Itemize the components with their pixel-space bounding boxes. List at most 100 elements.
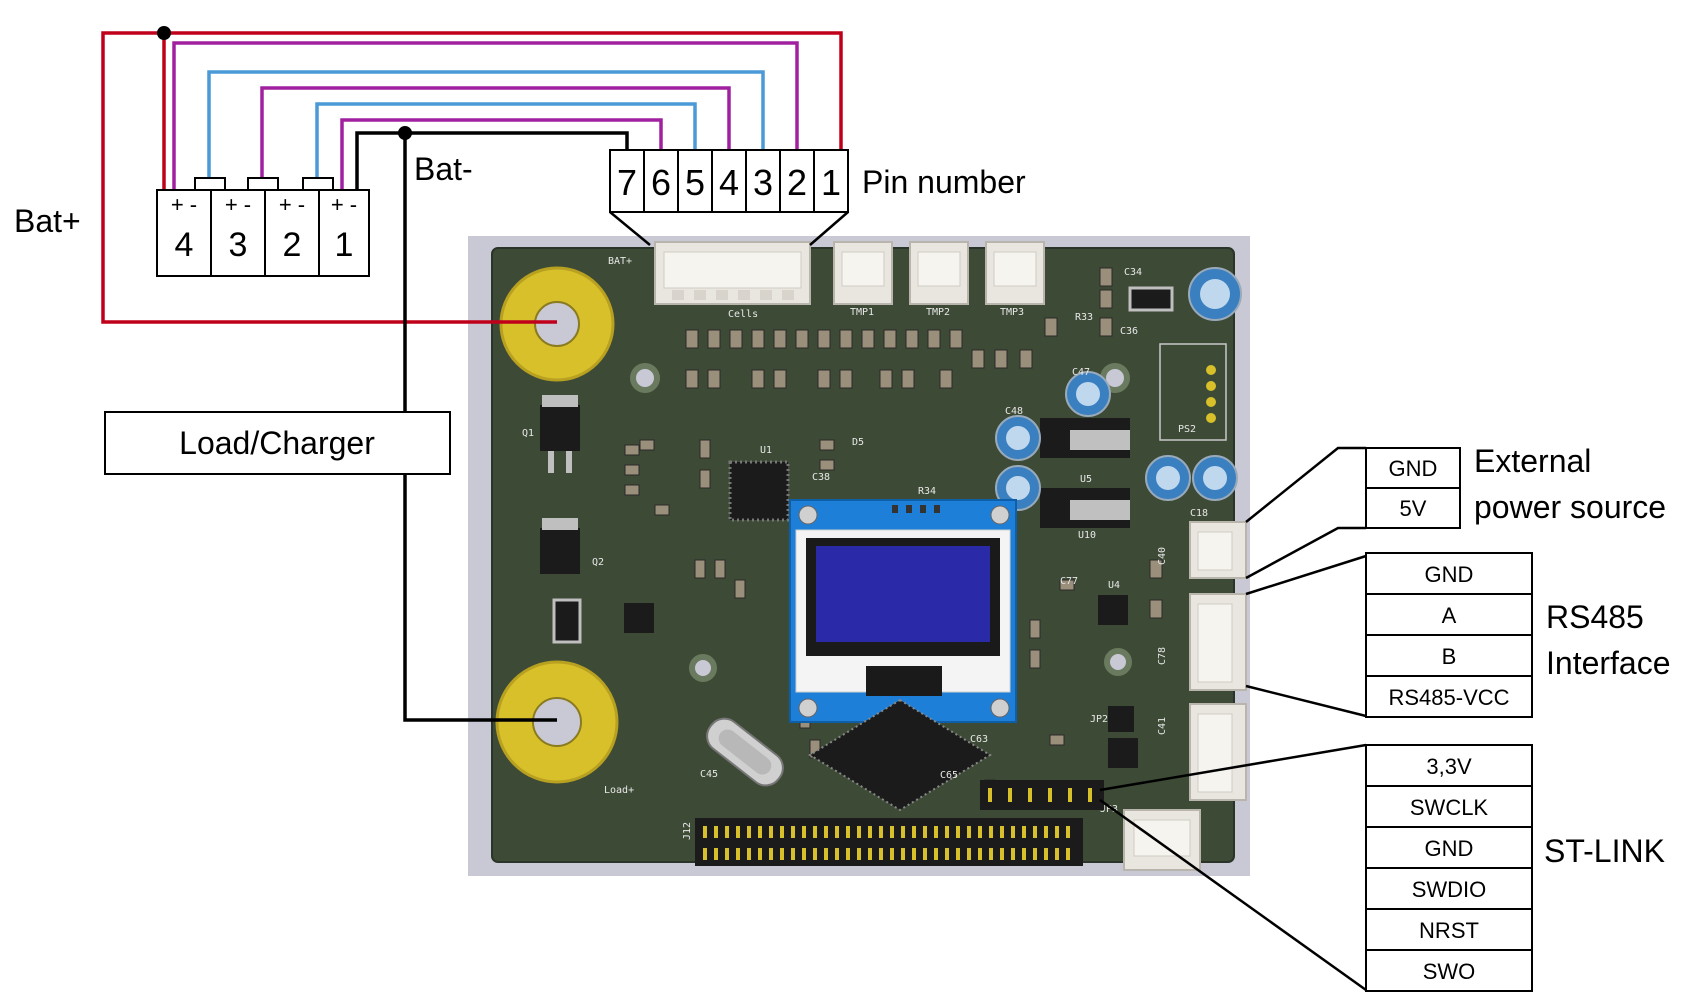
ps2-module: PS2 — [1159, 343, 1227, 441]
cell-number-2: 2 — [283, 226, 302, 264]
header-pin — [1055, 826, 1059, 838]
silk-u10: U10 — [1078, 530, 1096, 541]
pin-leader-right — [809, 211, 849, 246]
silk-u4: U4 — [1108, 580, 1120, 591]
header-pin — [989, 848, 993, 860]
header-pin — [813, 826, 817, 838]
header-pin — [802, 848, 806, 860]
jumper-jp2: JP2 — [1090, 706, 1134, 732]
silk-d5: D5 — [852, 437, 864, 448]
silk-c36: C36 — [1120, 326, 1138, 337]
cell-number-1: 1 — [335, 226, 354, 264]
header-pin — [901, 826, 905, 838]
pwr-connector: C40 — [1157, 521, 1247, 579]
wire-pin3 — [207, 70, 765, 180]
j12-header: J12 — [682, 818, 1083, 866]
pin-5: 5 — [685, 162, 705, 203]
wire-pin5 — [315, 102, 697, 180]
stlink-row-3v3: 3,3V — [1426, 754, 1472, 779]
silk-r34: R34 — [918, 486, 936, 497]
header-pin — [934, 826, 938, 838]
ext-title-line2: power source — [1474, 489, 1666, 525]
silk-c34: C34 — [1124, 267, 1142, 278]
ic-jp — [1108, 738, 1138, 768]
inductor — [1128, 286, 1174, 312]
regulator-u10: U10 — [1040, 488, 1130, 541]
wire-bat-plus-to-pad — [101, 31, 557, 324]
ic-mcu — [808, 698, 992, 812]
silk-cells: Cells — [728, 309, 758, 320]
silk-c77: C77 — [1060, 576, 1078, 587]
header-pin — [703, 848, 707, 860]
header-pin — [791, 826, 795, 838]
label-pin-number: Pin number — [862, 164, 1026, 200]
cell-sign-1: + - — [331, 192, 357, 217]
silk-c65: C65 — [940, 770, 958, 781]
load-plus-pad-hole — [532, 697, 582, 747]
header-pin — [736, 826, 740, 838]
header-pin — [912, 826, 916, 838]
header-pin — [835, 826, 839, 838]
header-pin — [945, 848, 949, 860]
ic-q1: Q1 — [522, 395, 580, 473]
battery-cells-block: + - + - + - + - 4 3 2 1 — [156, 177, 370, 277]
stlink-row-gnd: GND — [1425, 836, 1474, 861]
cell-tab — [194, 177, 226, 191]
cell-tab — [302, 177, 334, 191]
header-pin — [1066, 848, 1070, 860]
header-pin — [725, 848, 729, 860]
tmp2-connector: TMP2 — [909, 241, 969, 318]
pin-7: 7 — [617, 162, 637, 203]
silk-r33: R33 — [1075, 312, 1093, 323]
header-pin — [901, 848, 905, 860]
bat-plus-pad-hole — [534, 301, 580, 347]
pin-1: 1 — [821, 162, 841, 203]
leader-ext-bottom — [1245, 446, 1366, 523]
pin-number-box: 7 6 5 4 3 2 1 — [609, 149, 849, 213]
header-pin — [967, 848, 971, 860]
silk-jp3: JP3 — [1100, 804, 1118, 815]
tmp1-connector: TMP1 — [833, 241, 893, 318]
stlink-row-swclk: SWCLK — [1410, 795, 1489, 820]
silk-j12: J12 — [682, 822, 693, 840]
crystal — [706, 717, 784, 787]
header-pin — [1033, 826, 1037, 838]
silk-c78: C78 — [1157, 647, 1168, 665]
header-pin — [857, 826, 861, 838]
cells-connector: Cells — [654, 241, 811, 320]
rs485-row-a: A — [1442, 603, 1457, 628]
header-pin — [912, 848, 916, 860]
rs485-table: GND A B RS485-VCC RS485 Interface — [1365, 552, 1671, 718]
rs485-connector: C78 — [1157, 593, 1247, 691]
mounting-hole — [1104, 648, 1132, 676]
cell-box-3 — [210, 189, 266, 277]
load-charger-box: Load/Charger — [104, 411, 451, 475]
header-pin — [835, 848, 839, 860]
silk-q1: Q1 — [522, 428, 534, 439]
header-pin — [747, 826, 751, 838]
stlink-table: 3,3V SWCLK GND SWDIO NRST SWO ST-LINK — [1365, 744, 1665, 992]
silk-c41: C41 — [1157, 717, 1168, 735]
silk-tmp3: TMP3 — [1000, 307, 1024, 318]
cell-sign-2: + - — [279, 192, 305, 217]
header-pin — [780, 826, 784, 838]
silk-ps2: PS2 — [1178, 424, 1196, 435]
pcb-board: BAT+ Load+ Cells TMP1 TMP2 — [468, 236, 1250, 876]
header-pin — [923, 848, 927, 860]
header-pin — [1022, 848, 1026, 860]
junction-dot — [398, 126, 412, 140]
header-pin — [791, 848, 795, 860]
label-bat-minus: Bat- — [414, 151, 473, 187]
silk-tmp2: TMP2 — [926, 307, 950, 318]
leader-rs485-bottom — [1245, 684, 1367, 718]
leader-ext-top — [1245, 526, 1366, 580]
header-pin — [758, 826, 762, 838]
header-pin — [857, 848, 861, 860]
header-pin — [956, 848, 960, 860]
header-pin — [890, 826, 894, 838]
header-pin — [1022, 826, 1026, 838]
pin-leader-left — [609, 211, 651, 246]
leader-stlink-top — [1099, 743, 1367, 792]
oled-display — [789, 499, 1017, 723]
